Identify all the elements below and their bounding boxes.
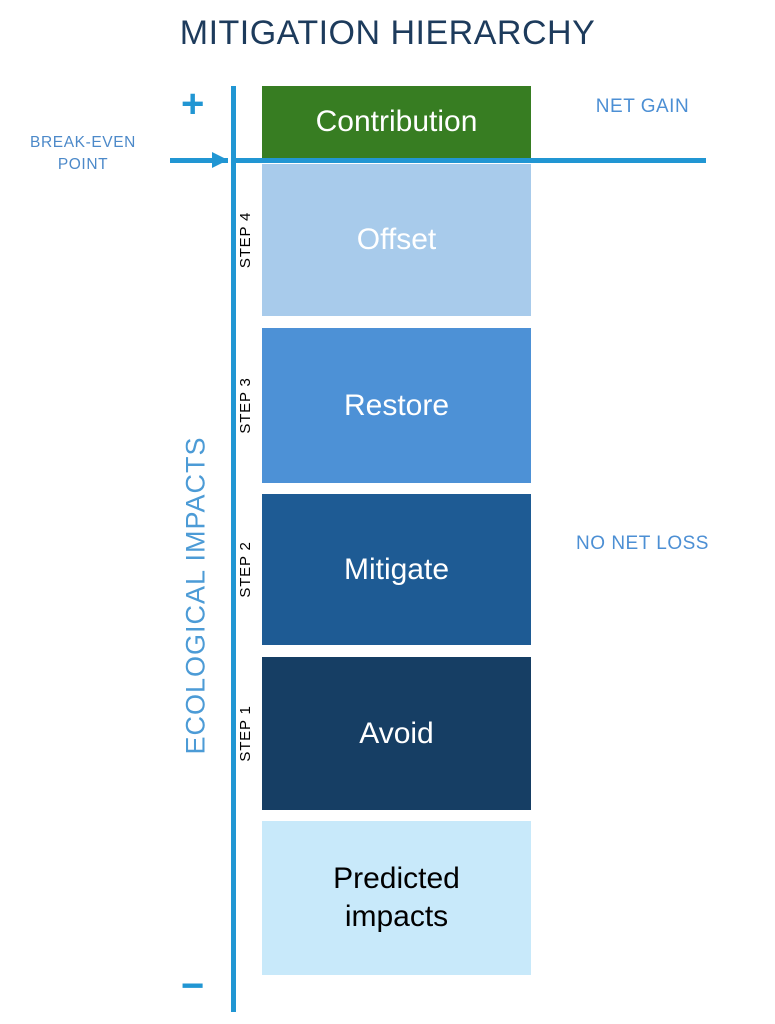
bar-avoid: Avoid <box>262 657 531 810</box>
step-marker-step-1: STEP 1 <box>237 705 254 762</box>
positive-sign: + <box>181 82 205 126</box>
page-title: MITIGATION HIERARCHY <box>179 14 596 52</box>
bar-restore: Restore <box>262 328 531 483</box>
net-gain-label: NET GAIN <box>595 96 690 117</box>
y-axis-title: ECOLOGICAL IMPACTS <box>180 436 211 755</box>
break-even-arrow-shaft <box>170 158 228 163</box>
break-even-label: BREAK-EVEN POINT <box>30 134 136 173</box>
break-even-horizontal-axis-line <box>231 158 706 163</box>
bar-label: Restore <box>343 388 450 422</box>
bar-label: Mitigate <box>343 552 450 586</box>
bar-mitigate: Mitigate <box>262 494 531 645</box>
bar-label: Offset <box>356 223 437 256</box>
no-net-loss-label: NO NET LOSS <box>576 533 709 554</box>
step-marker-step-3: STEP 3 <box>237 377 254 434</box>
step-marker-step-2: STEP 2 <box>237 541 254 598</box>
break-even-arrow-icon <box>212 152 228 168</box>
bar-offset: Offset <box>262 164 531 316</box>
negative-sign: − <box>181 964 205 1008</box>
step-marker-step-4: STEP 4 <box>237 211 254 269</box>
bar-contribution: Contribution <box>262 86 531 158</box>
bar-label: Contribution <box>315 105 478 138</box>
bar-label: Avoid <box>359 716 434 750</box>
vertical-axis-line <box>231 86 236 1012</box>
